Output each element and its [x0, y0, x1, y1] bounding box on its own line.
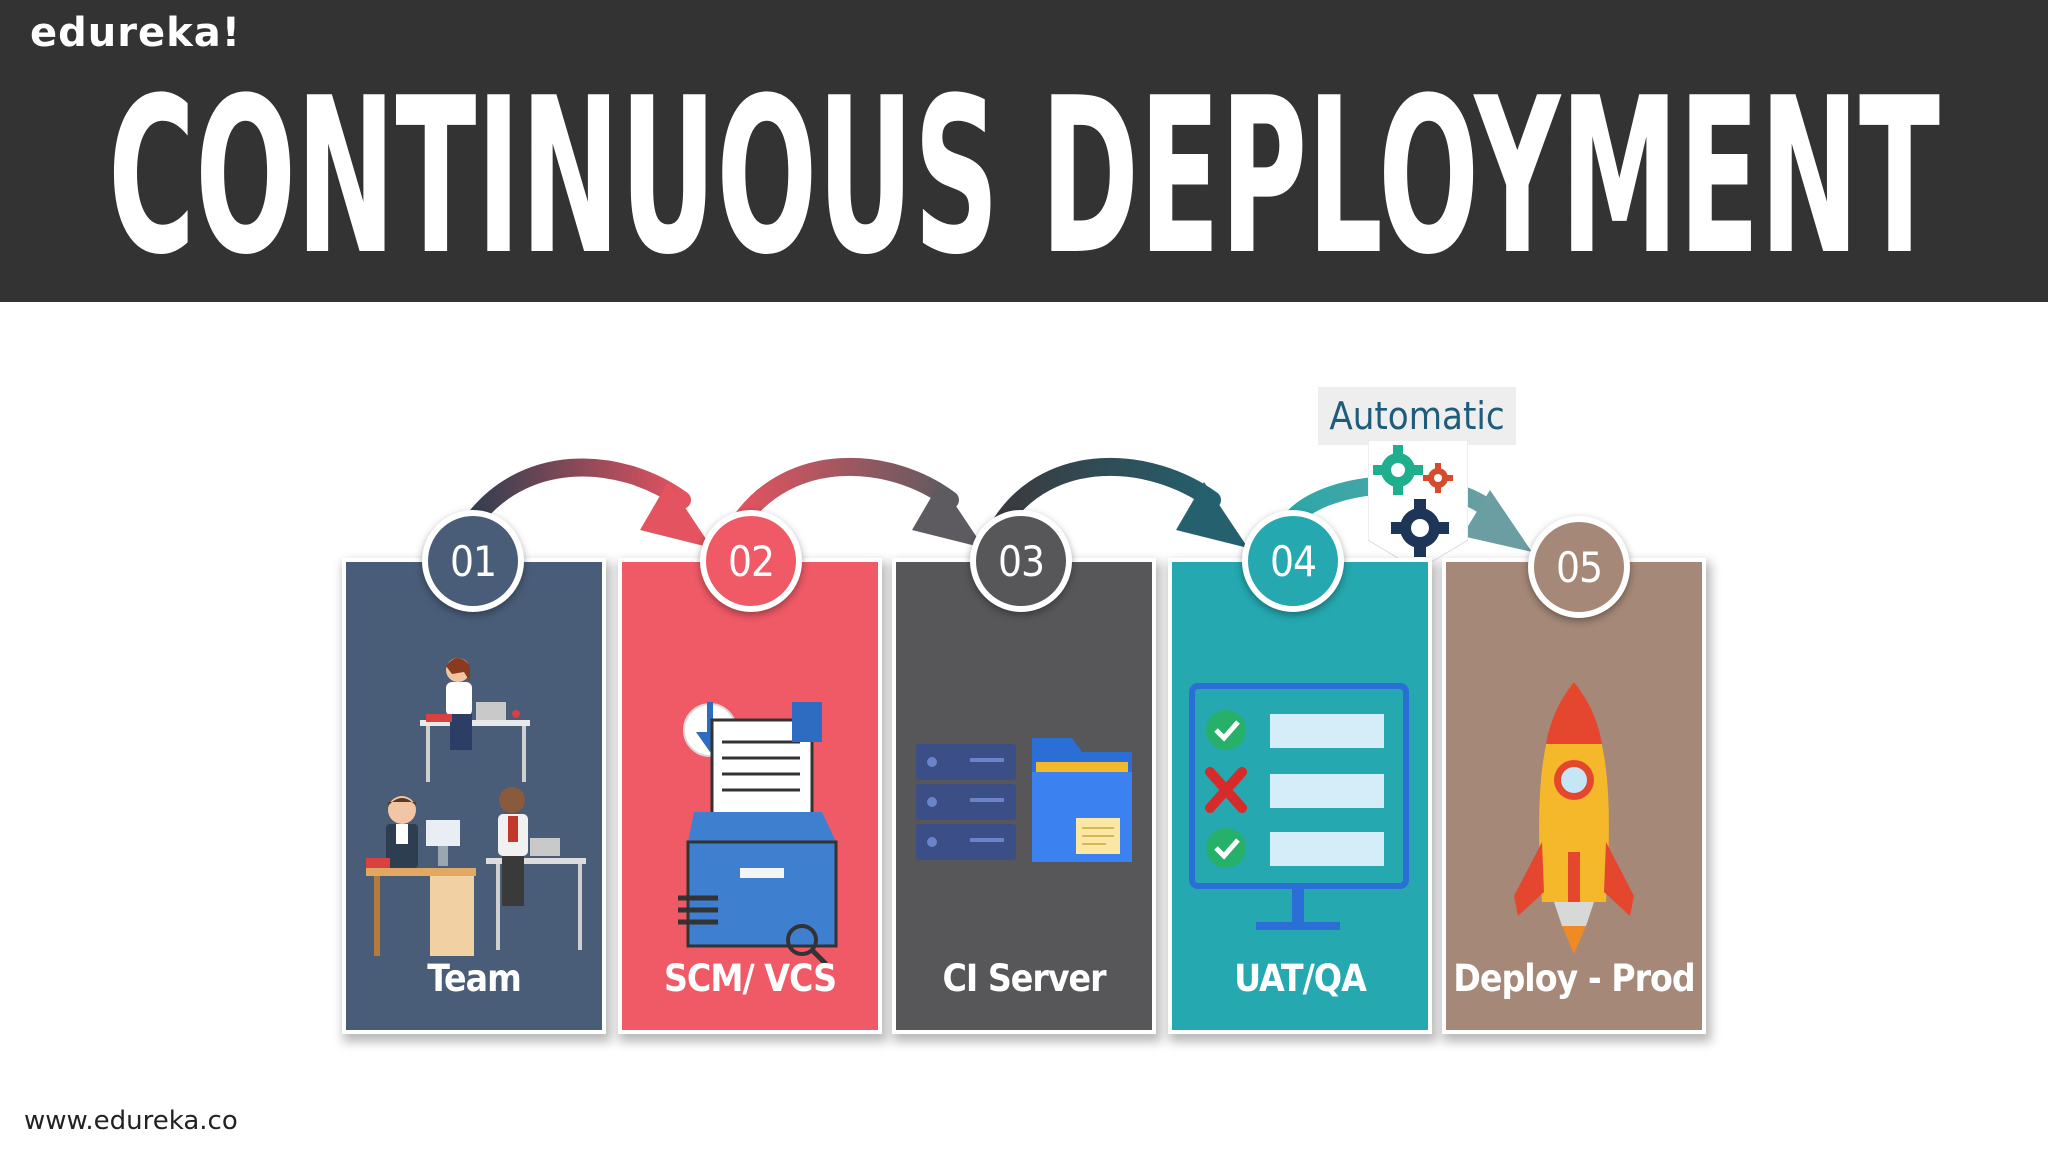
step-number-badge: 02 — [700, 510, 802, 612]
step-number-badge: 01 — [422, 510, 524, 612]
page-title-text: CONTINUOUS DEPLOYMENT — [108, 55, 1940, 295]
step-card-team: 01 Team — [346, 510, 602, 1030]
step-card-deploy-prod: 05 Deploy - Prod — [1446, 516, 1702, 1030]
server-icon — [916, 744, 1016, 860]
automatic-label: Automatic — [1318, 387, 1516, 445]
step-label: UAT/QA — [1234, 957, 1367, 1000]
check-icon — [1206, 710, 1246, 750]
server-and-folder-icon — [916, 738, 1132, 862]
folder-icon — [1032, 738, 1132, 862]
step-card-uat-qa: 04 UAT/QA — [1172, 510, 1428, 1030]
step-number-badge: 03 — [970, 510, 1072, 612]
step-label: Deploy - Prod — [1453, 957, 1696, 1000]
arrow-03-to-04 — [993, 457, 1248, 548]
step-card-scm-vcs: 02 SCM/ VCS — [622, 510, 878, 1030]
step-card-ci-server: 03 CI Server — [896, 510, 1152, 1030]
step-number-badge: 05 — [1528, 516, 1630, 618]
step-number-badge: 04 — [1242, 510, 1344, 612]
cross-icon — [1205, 767, 1247, 813]
footer-website-url: www.edureka.co — [24, 1106, 238, 1136]
rocket-icon — [1514, 682, 1634, 954]
check-icon — [1206, 828, 1246, 868]
file-cabinet-icon — [678, 702, 838, 966]
arrow-01-to-02 — [459, 458, 712, 548]
step-label: SCM/ VCS — [663, 957, 837, 1000]
header-banner: edureka! CONTINUOUS DEPLOYMENT — [0, 0, 2048, 302]
team-at-desks-illustration — [366, 658, 586, 956]
brand-logo: edureka! — [30, 10, 241, 56]
page-title: CONTINUOUS DEPLOYMENT — [0, 55, 2048, 295]
arrow-02-to-03 — [731, 457, 984, 548]
checklist-monitor-icon — [1189, 683, 1409, 930]
step-label: Team — [427, 957, 522, 1000]
step-label: CI Server — [942, 957, 1106, 1000]
automation-gears-icon — [1368, 440, 1468, 570]
